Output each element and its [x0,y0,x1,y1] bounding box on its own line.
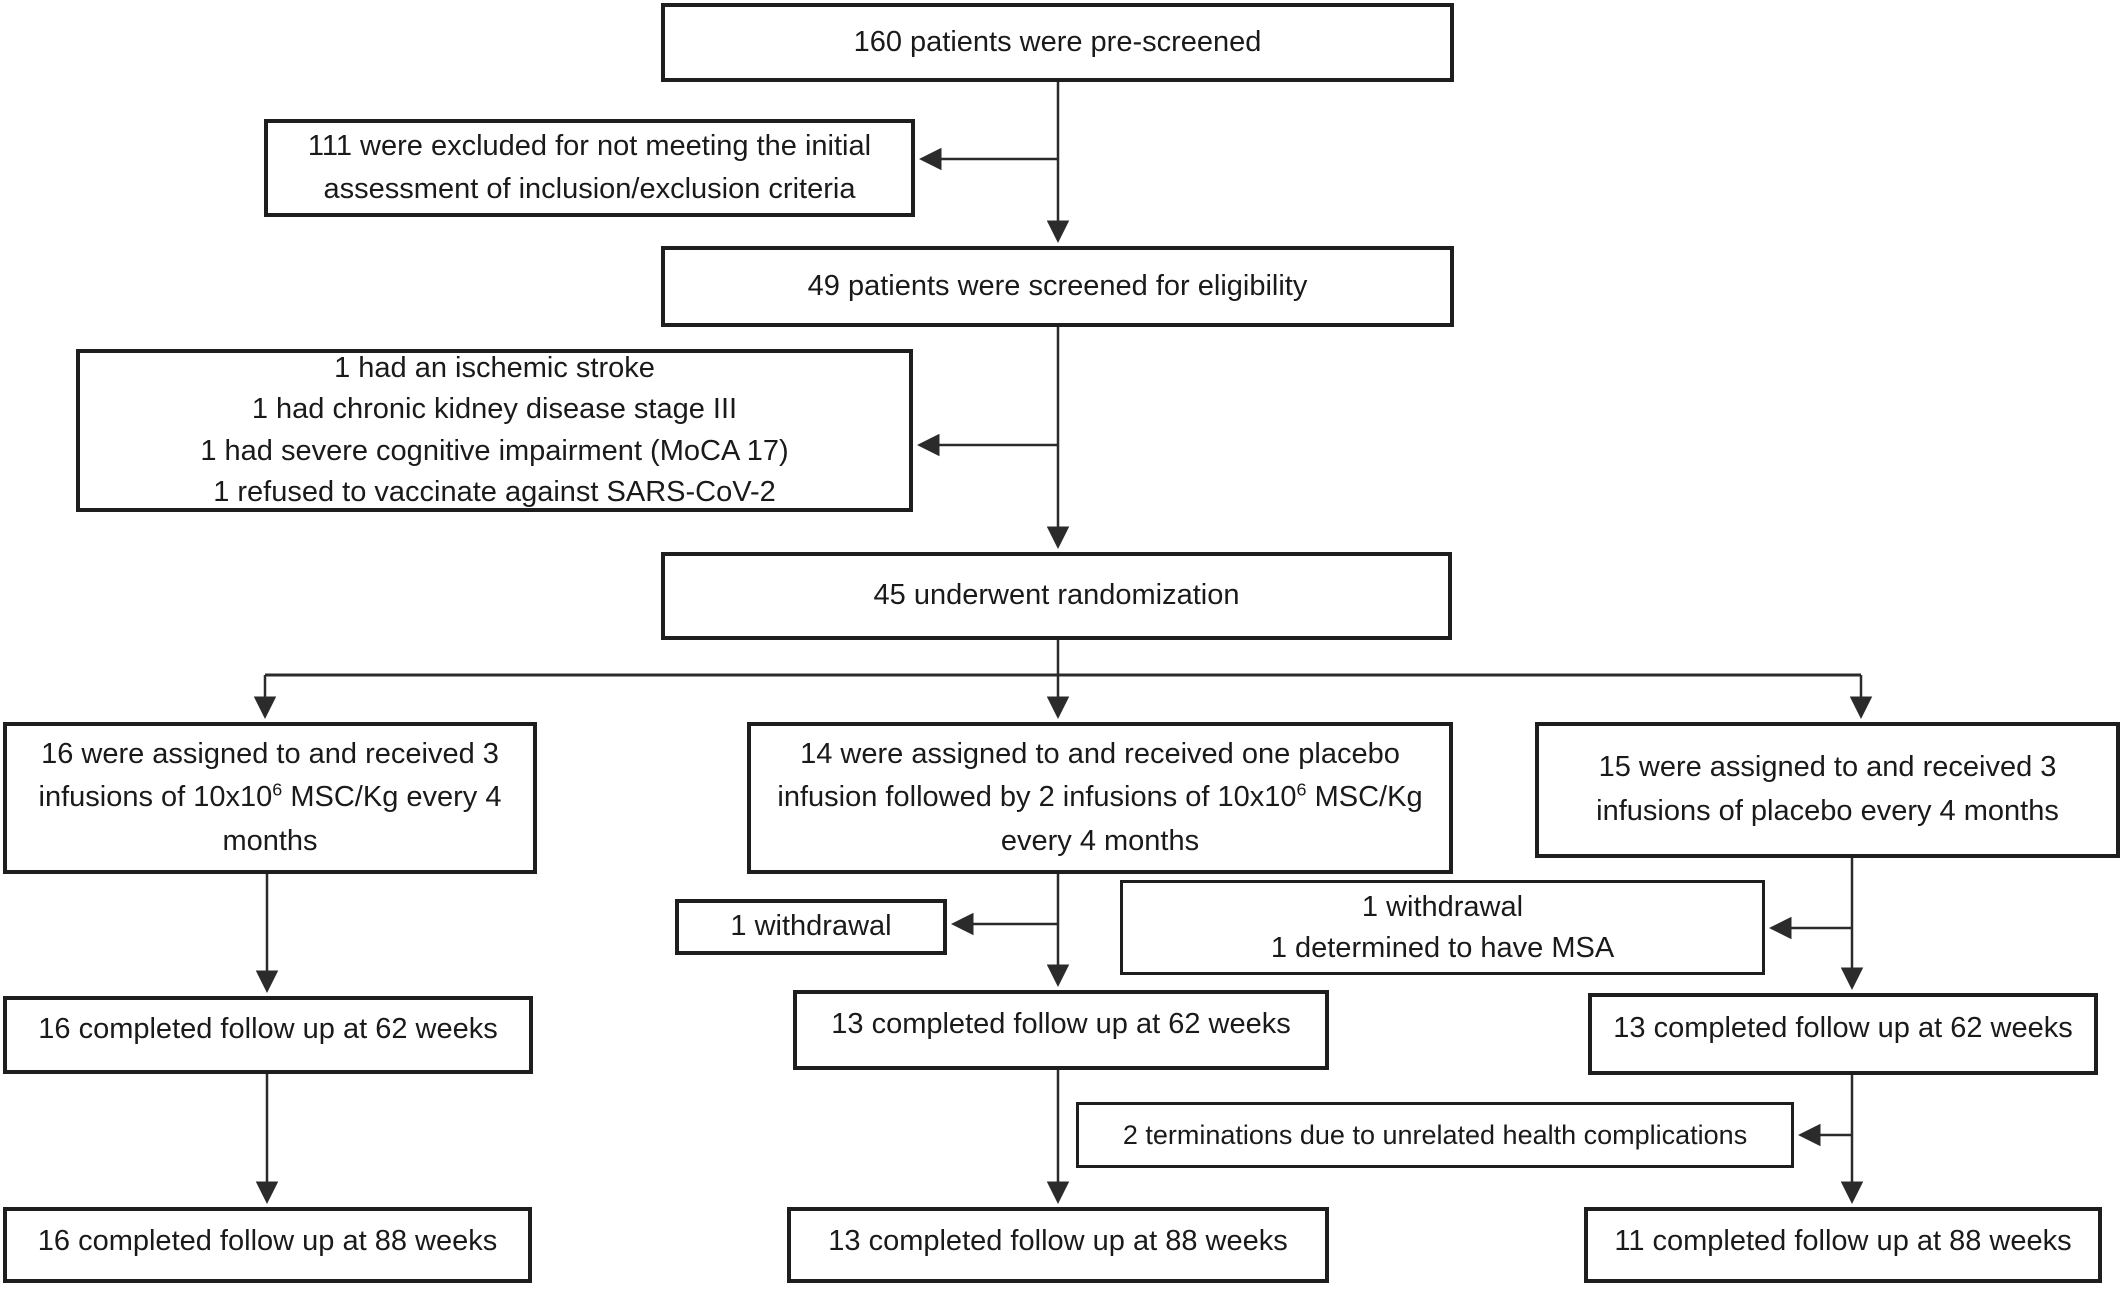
box-wk62-arm3: 13 completed follow up at 62 weeks [1588,993,2098,1075]
screened-label: 49 patients were screened for eligibilit… [807,269,1308,302]
pre-screened-label: 160 patients were pre-screened [853,25,1262,58]
box-exclusion-reasons: 1 had an ischemic stroke 1 had chronic k… [76,349,913,512]
wk62-arm3-label: 13 completed follow up at 62 weeks [1613,1012,2073,1045]
box-wk62-arm1: 16 completed follow up at 62 weeks [3,996,533,1074]
box-wk88-arm1: 16 completed follow up at 88 weeks [3,1207,532,1283]
excluded-initial-label: 111 were excluded for not meeting the in… [307,129,872,206]
arm-placebo-then-msc-text-pre: 14 were assigned to and received one pla… [777,737,1400,814]
box-randomization: 45 underwent randomization [661,552,1452,640]
wk88-arm3-label: 11 completed follow up at 88 weeks [1614,1225,2072,1258]
box-screened: 49 patients were screened for eligibilit… [661,246,1454,327]
box-arm-placebo: 15 were assigned to and received 3 infus… [1535,722,2120,858]
box-wk62-arm2: 13 completed follow up at 62 weeks [793,990,1329,1070]
box-terminations: 2 terminations due to unrelated health c… [1076,1102,1794,1168]
arm-placebo-label: 15 were assigned to and received 3 infus… [1596,751,2059,827]
wk62-arm1-label: 16 completed follow up at 62 weeks [38,1013,498,1046]
arm-placebo-then-msc-superscript: 6 [1296,779,1307,800]
box-pre-screened: 160 patients were pre-screened [661,3,1454,82]
box-withdrawal-arm2: 1 withdrawal [675,899,947,955]
terminations-label: 2 terminations due to unrelated health c… [1122,1119,1748,1150]
exclusion-reasons-label: 1 had an ischemic stroke 1 had chronic k… [200,352,789,508]
wk62-arm2-label: 13 completed follow up at 62 weeks [831,1008,1291,1041]
box-wk88-arm2: 13 completed follow up at 88 weeks [787,1207,1329,1283]
box-arm-msc: 16 were assigned to and received 3 infus… [3,722,537,874]
withdrawal-arm3-label: 1 withdrawal 1 determined to have MSA [1270,890,1615,964]
arm-msc-text-pre: 16 were assigned to and received 3 infus… [38,737,499,814]
withdrawal-arm2-label: 1 withdrawal [730,910,892,943]
box-wk88-arm3: 11 completed follow up at 88 weeks [1584,1207,2102,1283]
arm-msc-label: 16 were assigned to and received 3 infus… [21,733,519,864]
arm-placebo-then-msc-label: 14 were assigned to and received one pla… [765,733,1435,864]
arm-msc-text-post: MSC/Kg every 4 months [222,781,502,857]
arm-msc-superscript: 6 [272,779,283,800]
wk88-arm2-label: 13 completed follow up at 88 weeks [828,1225,1288,1258]
box-excluded-initial: 111 were excluded for not meeting the in… [264,119,915,217]
randomization-label: 45 underwent randomization [873,579,1240,612]
box-arm-placebo-then-msc: 14 were assigned to and received one pla… [747,722,1453,874]
box-withdrawal-arm3: 1 withdrawal 1 determined to have MSA [1120,880,1765,975]
wk88-arm1-label: 16 completed follow up at 88 weeks [37,1225,498,1258]
arm-placebo-then-msc-text-post: MSC/Kg every 4 months [1000,781,1423,857]
